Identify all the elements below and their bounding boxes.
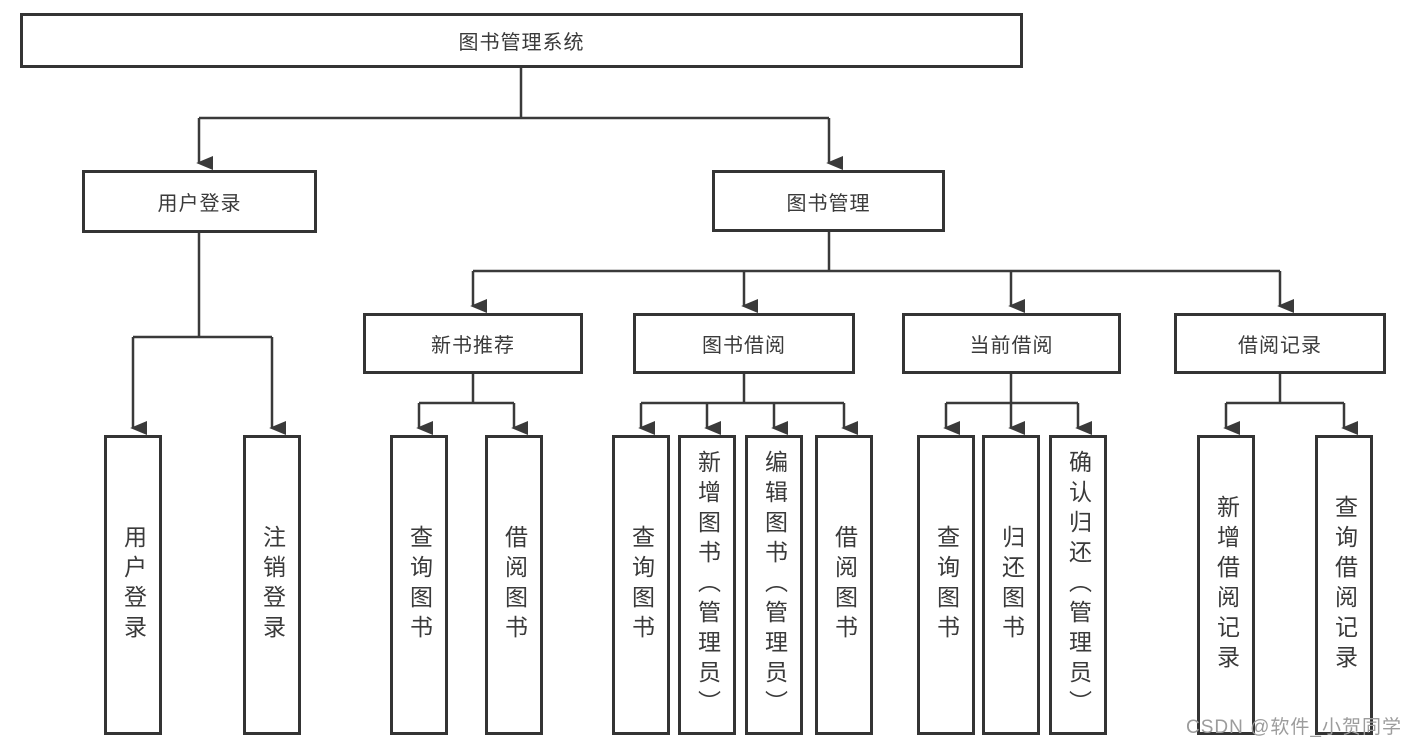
node-book-management-branch: 图书管理: [712, 170, 945, 232]
node-new-book-recommend: 新书推荐: [363, 313, 583, 374]
node-leaf-add-book-admin: 新增图书（管理员）: [678, 435, 736, 735]
node-leaf-query-book-3: 查询图书: [917, 435, 975, 735]
node-leaf-borrow-book-2: 借阅图书: [815, 435, 873, 735]
node-leaf-logout: 注销登录: [243, 435, 301, 735]
node-leaf-borrow-book-1: 借阅图书: [485, 435, 543, 735]
node-leaf-add-borrow-record: 新增借阅记录: [1197, 435, 1255, 735]
node-leaf-confirm-return-admin: 确认归还（管理员）: [1049, 435, 1107, 735]
node-borrow-records: 借阅记录: [1174, 313, 1386, 374]
node-leaf-edit-book-admin: 编辑图书（管理员）: [745, 435, 803, 735]
node-leaf-query-book-1: 查询图书: [390, 435, 448, 735]
node-user-login-branch: 用户登录: [82, 170, 317, 233]
node-book-borrow: 图书借阅: [633, 313, 855, 374]
csdn-watermark: CSDN @软件_小贺同学: [1186, 717, 1402, 738]
node-root-system: 图书管理系统: [20, 13, 1023, 68]
node-leaf-query-book-2: 查询图书: [612, 435, 670, 735]
node-leaf-return-book: 归还图书: [982, 435, 1040, 735]
node-leaf-query-borrow-record: 查询借阅记录: [1315, 435, 1373, 735]
node-leaf-user-login: 用户登录: [104, 435, 162, 735]
node-current-borrow: 当前借阅: [902, 313, 1121, 374]
